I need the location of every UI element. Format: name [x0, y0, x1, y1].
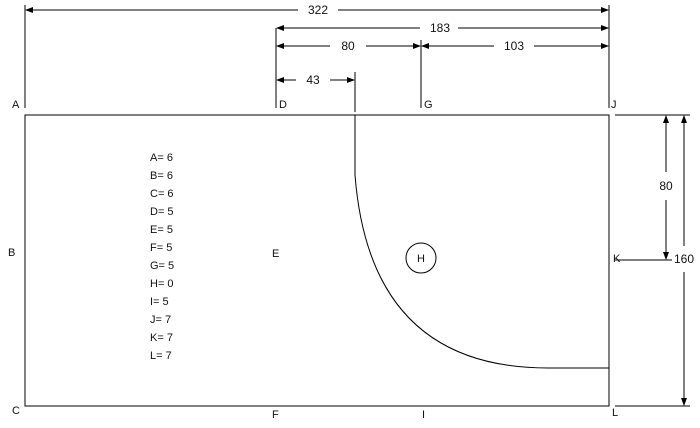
value-item: G= 5 [150, 260, 174, 272]
value-item: J= 7 [150, 314, 171, 326]
value-item: E= 5 [150, 224, 173, 236]
point-label-h: H [417, 253, 425, 265]
values-list: A= 6 B= 6 C= 6 D= 5 E= 5 F= 5 G= 5 H= 0 … [150, 152, 174, 362]
dim-total-height-label: 160 [674, 252, 694, 266]
point-label-e: E [272, 248, 279, 260]
value-item: D= 5 [150, 206, 174, 218]
point-label-d: D [279, 99, 287, 111]
value-item: I= 5 [150, 296, 169, 308]
point-label-a: A [12, 99, 20, 111]
dim-half-height-label: 80 [659, 179, 673, 193]
point-label-g: G [424, 99, 433, 111]
plan-outline [24, 114, 610, 407]
point-label-c: C [12, 405, 20, 417]
value-item: K= 7 [150, 332, 173, 344]
point-label-l: L [612, 407, 618, 419]
value-item: C= 6 [150, 188, 174, 200]
point-label-f: F [272, 409, 279, 421]
point-label-j: J [611, 99, 617, 111]
dim-right-span-label: 183 [430, 21, 450, 35]
dim-mid-span-label: 80 [341, 39, 355, 53]
value-item: F= 5 [150, 242, 172, 254]
point-h-circle [405, 242, 437, 274]
value-item: L= 7 [150, 350, 172, 362]
value-item: A= 6 [150, 152, 173, 164]
point-label-b: B [8, 247, 15, 259]
point-label-i: I [422, 409, 425, 421]
value-item: H= 0 [150, 278, 174, 290]
dim-right-part-label: 103 [504, 39, 524, 53]
point-label-k: K [613, 253, 621, 265]
dim-small-span-label: 43 [306, 73, 320, 87]
curved-boundary [354, 115, 609, 369]
value-item: B= 6 [150, 170, 173, 182]
dim-total-width-label: 322 [308, 3, 328, 17]
